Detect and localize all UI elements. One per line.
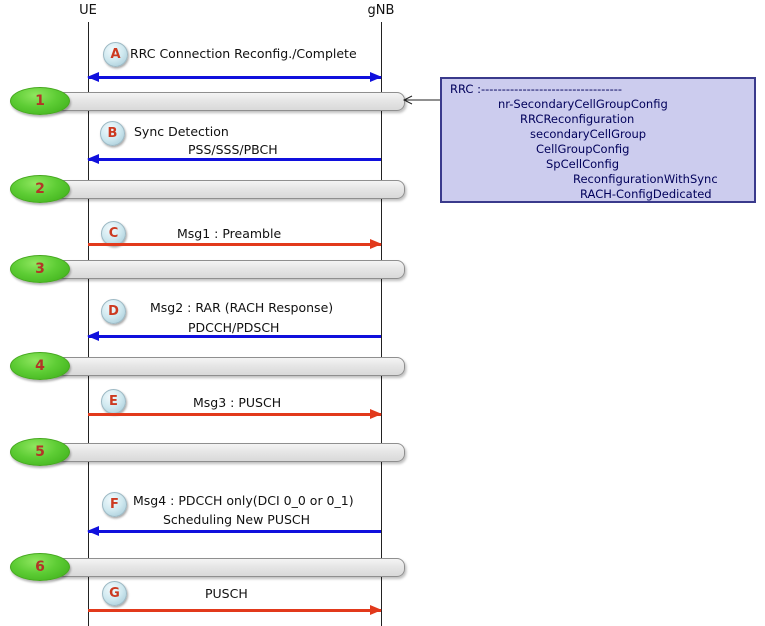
step-bar-4	[46, 357, 405, 376]
lifeline-gnb	[381, 22, 382, 626]
arrowhead-left-icon	[87, 72, 99, 82]
message-arrow-a	[87, 72, 382, 82]
step-number-badge-4: 4	[10, 352, 70, 380]
step-bar-1	[46, 92, 405, 111]
note-line: RRC :----------------------------------	[450, 82, 623, 96]
step-bar-2	[46, 180, 405, 199]
note-line: CellGroupConfig	[536, 142, 630, 156]
arrowhead-right-icon	[370, 239, 382, 249]
arrowhead-right-icon	[370, 409, 382, 419]
step-number-badge-3: 3	[10, 255, 70, 283]
message-label-e: Msg3 : PUSCH	[193, 395, 282, 410]
message-arrow-f	[87, 526, 381, 536]
step-number-badge-5: 5	[10, 438, 70, 466]
message-arrow-g	[88, 605, 382, 615]
message-arrow-b	[87, 154, 381, 164]
message-badge-c: C	[101, 221, 126, 246]
message-label-f1: Msg4 : PDCCH only(DCI 0_0 or 0_1)	[133, 493, 354, 508]
message-label-c: Msg1 : Preamble	[177, 226, 282, 241]
note-line: ReconfigurationWithSync	[573, 172, 718, 186]
arrowhead-left-icon	[87, 154, 99, 164]
message-badge-g: G	[102, 581, 127, 606]
note-line: SpCellConfig	[546, 157, 619, 171]
note-line: RRCReconfiguration	[520, 112, 635, 126]
message-label-b1: Sync Detection	[134, 124, 229, 139]
actor-label-ue: UE	[79, 3, 97, 18]
message-badge-b: B	[100, 121, 125, 146]
message-label-f2: Scheduling New PUSCH	[163, 512, 311, 527]
rrc-note-box: RRC :---------------------------------- …	[440, 77, 756, 203]
arrowhead-right-icon	[370, 605, 382, 615]
message-arrow-e	[88, 409, 382, 419]
message-badge-f: F	[102, 492, 127, 517]
message-label-a: RRC Connection Reconfig./Complete	[130, 46, 357, 61]
arrowhead-right-icon	[370, 72, 382, 82]
note-line: secondaryCellGroup	[530, 127, 647, 141]
message-badge-a: A	[103, 42, 128, 67]
message-label-g: PUSCH	[205, 586, 248, 601]
note-line: RACH-ConfigDedicated	[580, 187, 712, 201]
step-number-badge-6: 6	[10, 553, 70, 581]
message-label-b2: PSS/SSS/PBCH	[188, 142, 278, 157]
message-label-d2: PDCCH/PDSCH	[188, 320, 280, 335]
step-bar-6	[46, 558, 405, 577]
message-arrow-c	[88, 239, 382, 249]
arrowhead-left-icon	[87, 331, 99, 341]
message-badge-d: D	[101, 299, 126, 324]
actor-label-gnb: gNB	[367, 3, 395, 18]
message-arrow-d	[87, 331, 381, 341]
step-bar-5	[46, 443, 405, 462]
step-number-badge-1: 1	[10, 87, 70, 115]
message-badge-e: E	[101, 389, 126, 414]
step-bar-3	[46, 260, 405, 279]
arrowhead-left-icon	[87, 526, 99, 536]
note-pointer-arrow	[402, 95, 440, 105]
step-number-badge-2: 2	[10, 175, 70, 203]
note-line: nr-SecondaryCellGroupConfig	[498, 97, 668, 111]
lifeline-ue	[88, 22, 89, 626]
message-label-d1: Msg2 : RAR (RACH Response)	[150, 300, 334, 315]
